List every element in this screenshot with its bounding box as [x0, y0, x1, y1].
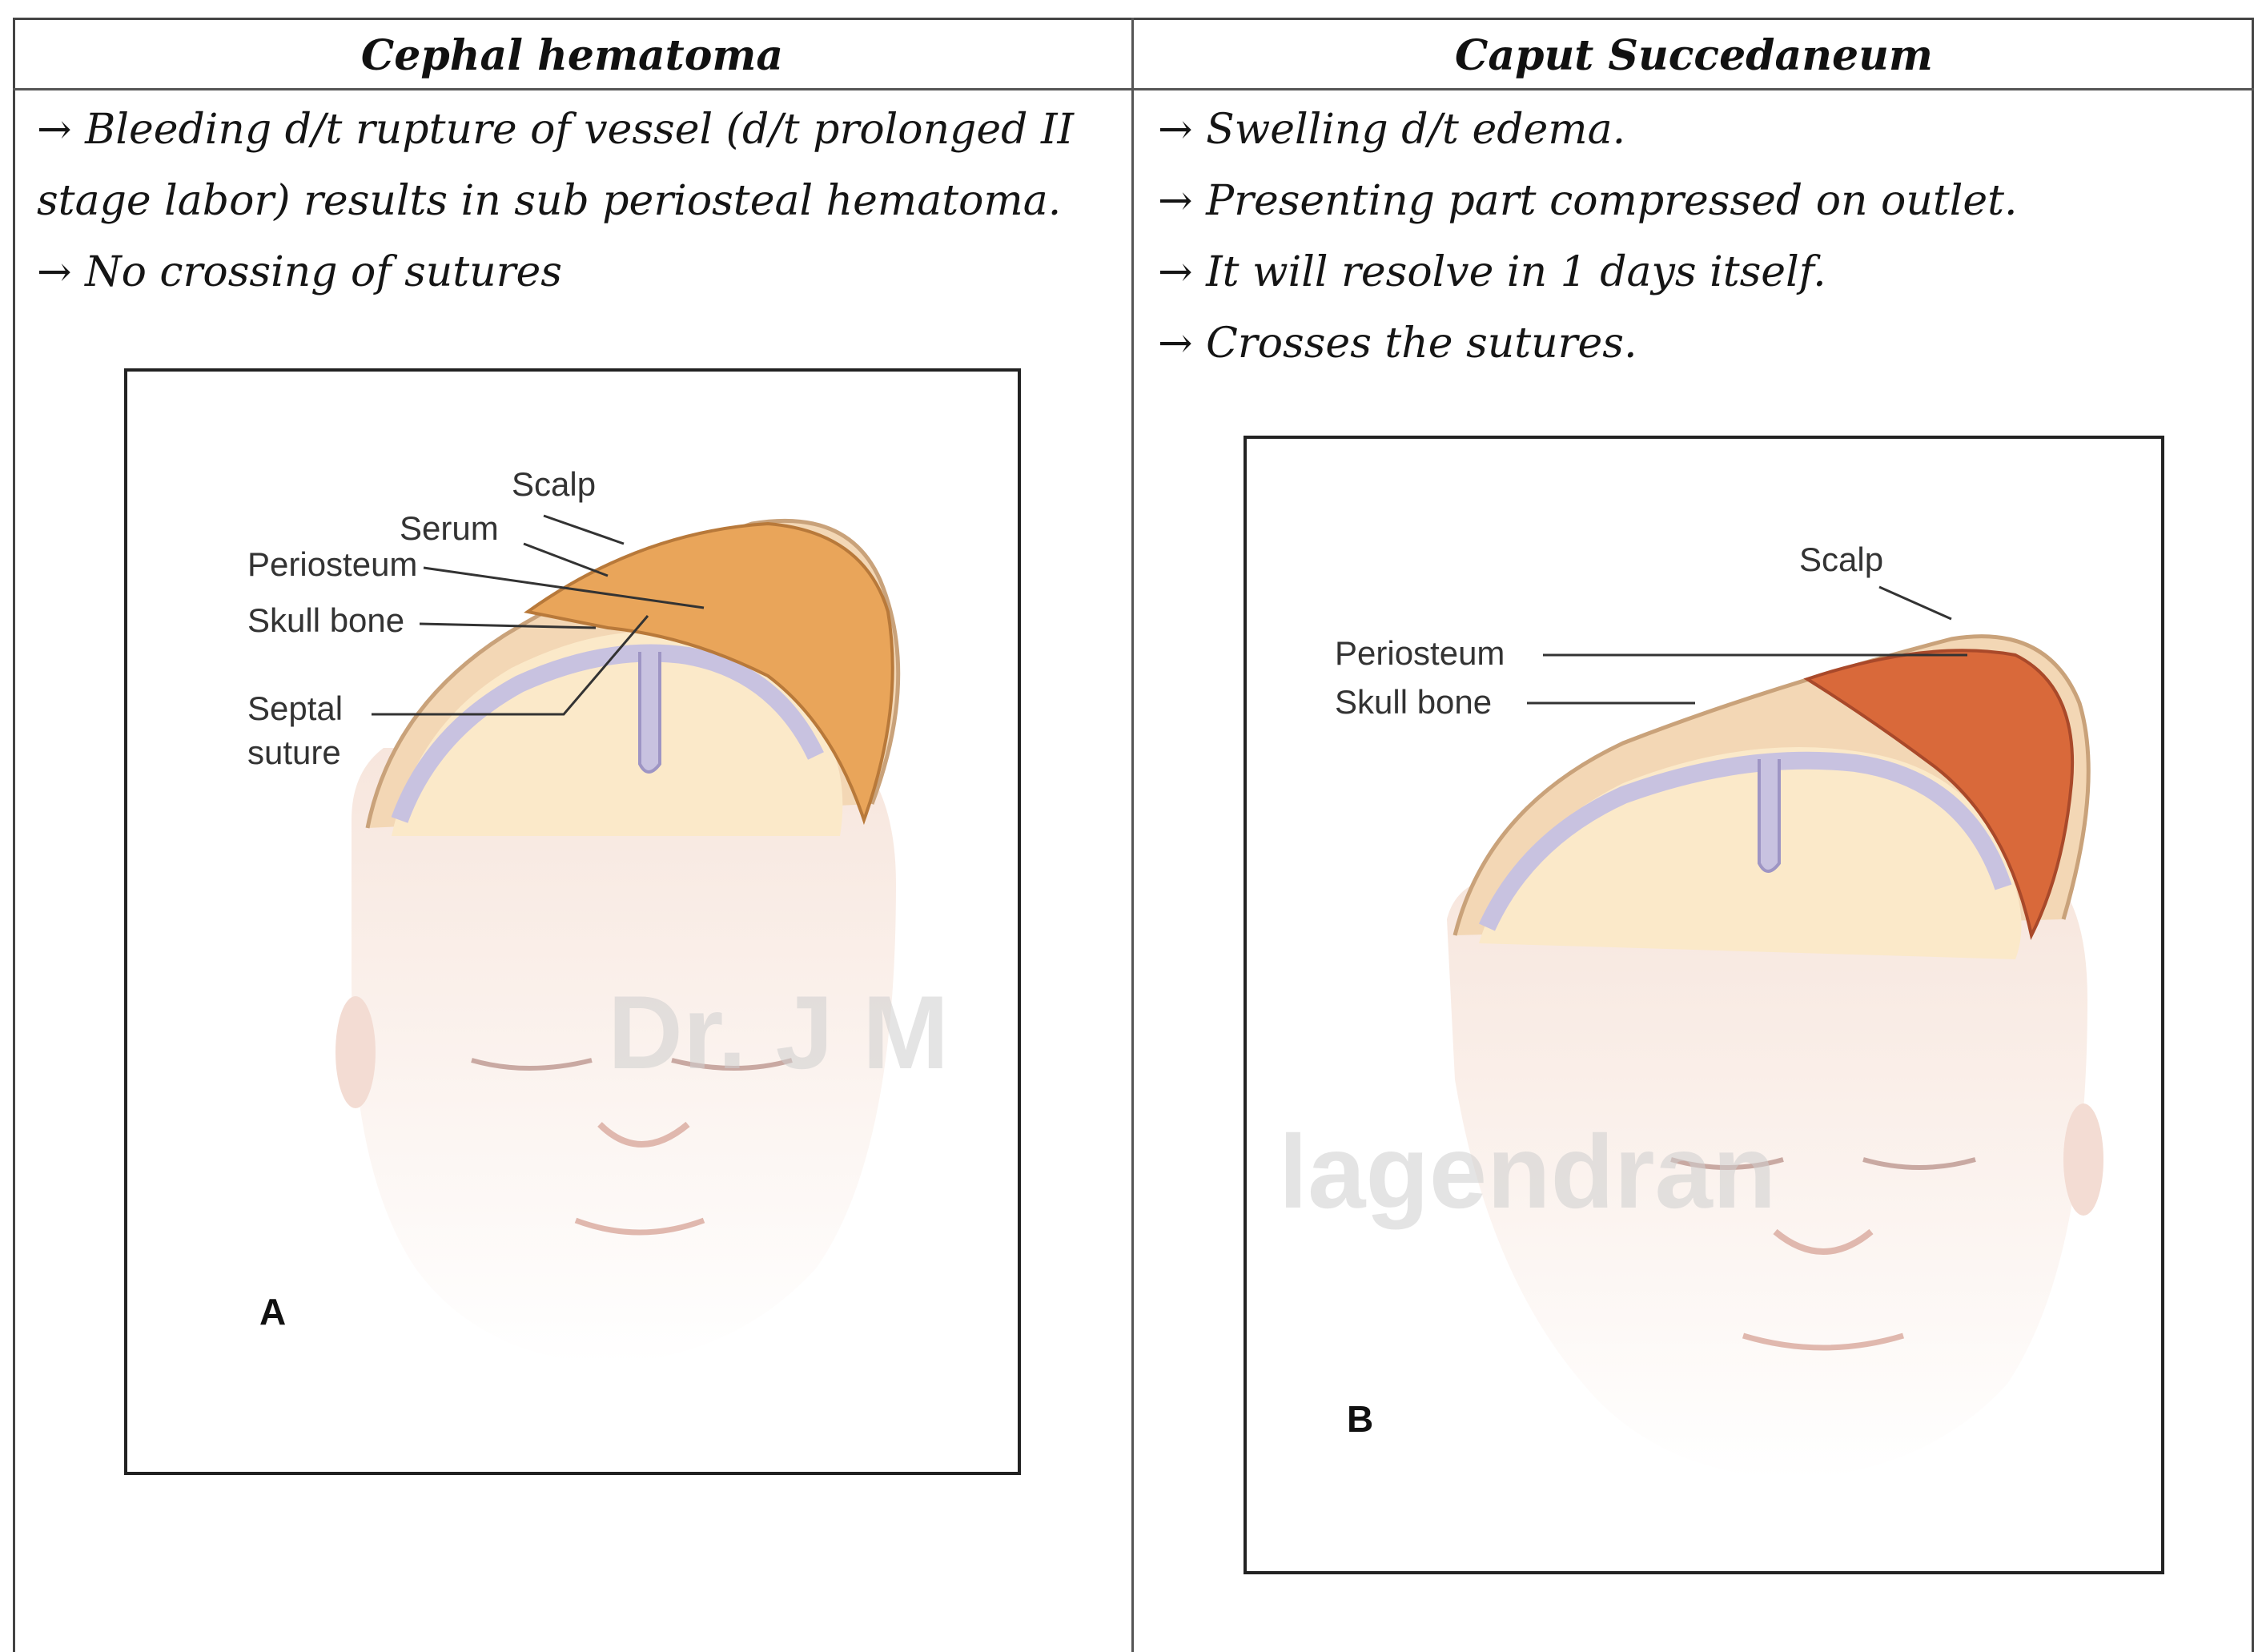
label-periosteum: Periosteum: [1335, 634, 1505, 672]
label-scalp: Scalp: [512, 465, 596, 503]
left-note-1: → Bleeding d/t rupture of vessel (d/t pr…: [37, 94, 1074, 166]
septal-suture-shape: [1759, 759, 1779, 871]
label-periosteum: Periosteum: [247, 545, 417, 583]
header-caput-succedaneum: Caput Succedaneum: [1134, 24, 2254, 88]
figure-b-caput-succedaneum: lagendran Scalp Periosteum Skull bone B: [1244, 436, 2164, 1574]
right-note-3: → It will resolve in 1 days itself.: [1158, 237, 1826, 308]
figure-b-illustration: lagendran Scalp Periosteum Skull bone B: [1247, 439, 2161, 1571]
left-note-3: → No crossing of sutures: [37, 237, 562, 308]
column-divider: [1131, 18, 1134, 1652]
right-note-1: → Swelling d/t edema.: [1158, 94, 1625, 166]
label-scalp: Scalp: [1799, 541, 1883, 578]
figure-letter-a: A: [259, 1291, 286, 1332]
leader-scalp: [1879, 587, 1951, 619]
figure-a-illustration: Dr. J M Scalp Serum Periosteum Skull bon…: [127, 372, 1018, 1472]
label-suture: suture: [247, 734, 341, 771]
label-skull-bone: Skull bone: [247, 601, 404, 639]
label-skull-bone: Skull bone: [1335, 683, 1492, 721]
left-note-2: stage labor) results in sub periosteal h…: [37, 166, 1061, 237]
label-septal: Septal: [247, 689, 343, 727]
septal-suture-shape: [640, 652, 660, 772]
left-ear: [335, 996, 376, 1108]
label-serum: Serum: [400, 509, 499, 547]
right-note-4: → Crosses the sutures.: [1158, 308, 1637, 380]
watermark-text: Dr. J M: [608, 974, 949, 1091]
leader-serum: [524, 544, 608, 576]
figure-letter-b: B: [1347, 1398, 1373, 1440]
right-note-2: → Presenting part compressed on outlet.: [1158, 166, 2018, 237]
watermark-text: lagendran: [1279, 1113, 1776, 1230]
right-ear: [2063, 1103, 2103, 1216]
header-cephal-hematoma: Cephal hematoma: [13, 24, 1131, 88]
figure-a-cephalhematoma: Dr. J M Scalp Serum Periosteum Skull bon…: [124, 368, 1021, 1475]
leader-scalp: [544, 516, 624, 544]
